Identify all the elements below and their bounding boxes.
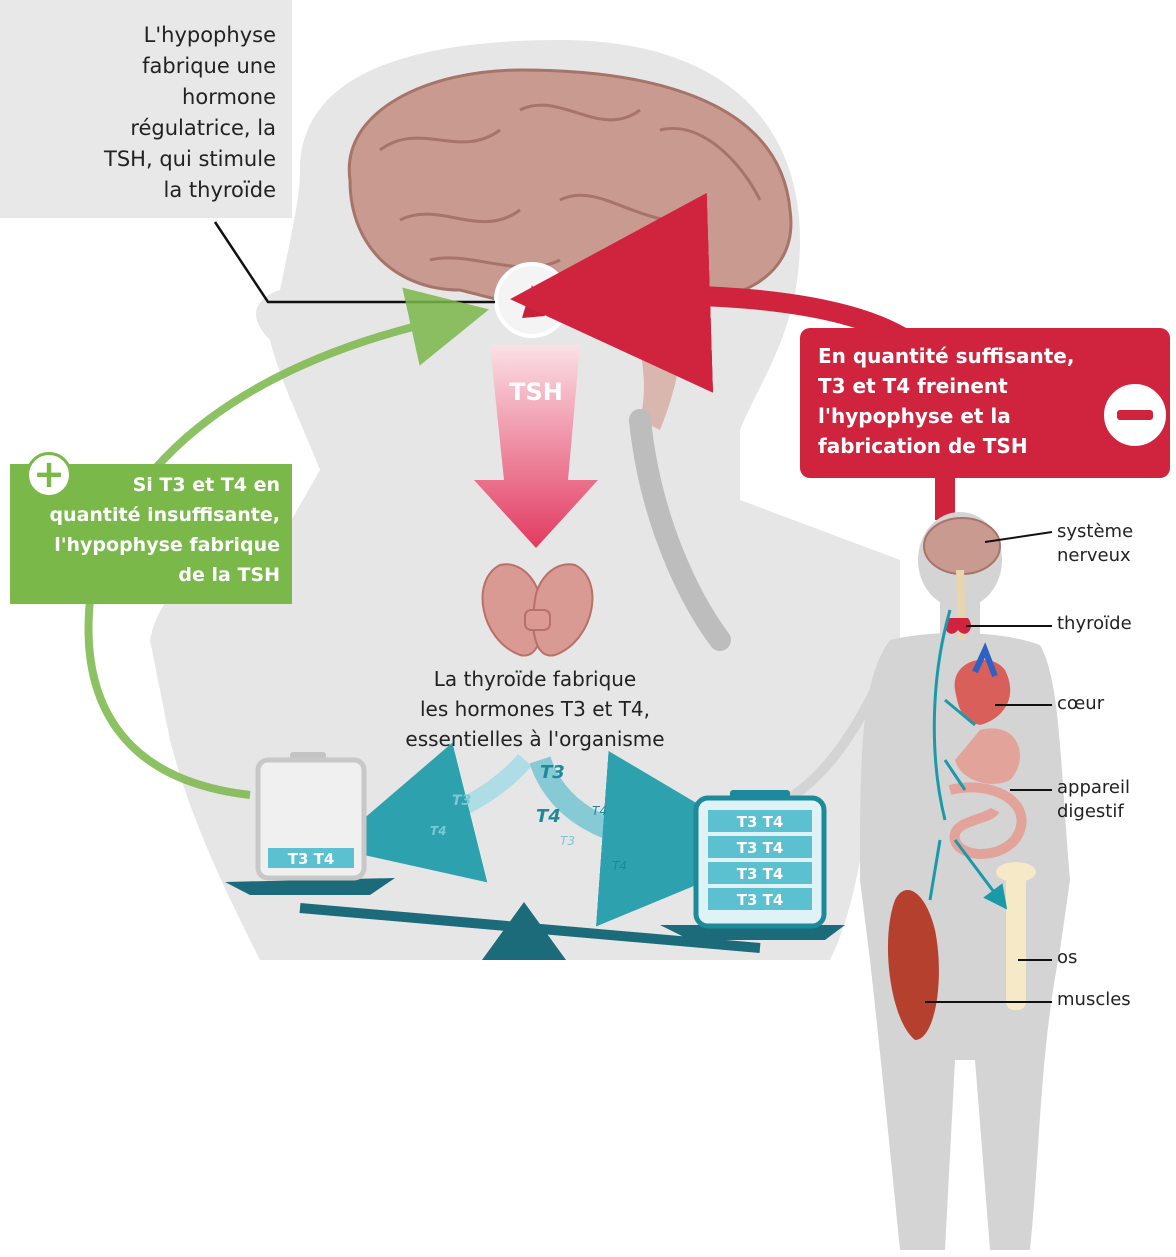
positive-feedback-line: quantité insuffisante, <box>16 500 280 530</box>
organ-label-line: appareil <box>1057 776 1130 800</box>
pituitary-note-line: régulatrice, la <box>16 113 276 144</box>
pituitary-note-line: hormone <box>16 82 276 113</box>
full-battery-label-3: T3 T4 <box>737 865 784 883</box>
thyroid-note-line: La thyroïde fabrique <box>355 664 715 694</box>
organ-label-line: digestif <box>1057 800 1130 824</box>
full-battery-label-2: T3 T4 <box>737 839 784 857</box>
full-battery-label-1: T3 T4 <box>737 813 784 831</box>
flow-label: T3 <box>560 834 575 848</box>
organ-label-line: cœur <box>1057 692 1104 716</box>
flow-label: T3 <box>540 762 565 783</box>
pituitary-note-line: fabrique une <box>16 51 276 82</box>
thyroid-note-line: les hormones T3 et T4, <box>355 694 715 724</box>
pituitary-note-line: L'hypophyse <box>16 20 276 51</box>
full-battery-label-4: T3 T4 <box>737 891 784 909</box>
organ-label-thyroid: thyroïde <box>1057 612 1132 636</box>
flow-label: T4 <box>430 824 447 838</box>
pituitary-note-line: TSH, qui stimule <box>16 144 276 175</box>
positive-feedback-line: de la TSH <box>16 560 280 590</box>
thyroid-note: La thyroïde fabrique les hormones T3 et … <box>355 664 715 754</box>
plus-sign-icon: + <box>26 452 72 498</box>
negative-feedback-line: T3 et T4 freinent <box>818 371 1152 401</box>
organ-label-muscles: muscles <box>1057 988 1131 1012</box>
pituitary-highlight <box>496 264 568 336</box>
pituitary-note-line: la thyroïde <box>16 175 276 206</box>
organ-label-line: nerveux <box>1057 544 1133 568</box>
low-battery-label: T3 T4 <box>288 850 335 868</box>
minus-sign-icon <box>1100 380 1170 450</box>
thyroid-note-line: essentielles à l'organisme <box>355 724 715 754</box>
negative-feedback-line: fabrication de TSH <box>818 431 1152 461</box>
pituitary-note: L'hypophyse fabrique une hormone régulat… <box>0 0 292 218</box>
organ-label-line: os <box>1057 946 1077 970</box>
organ-label-digestive: appareil digestif <box>1057 776 1130 824</box>
flow-label: T4 <box>536 806 561 827</box>
organ-label-line: muscles <box>1057 988 1131 1012</box>
negative-feedback-line: En quantité suffisante, <box>818 341 1152 371</box>
organ-label-line: thyroïde <box>1057 612 1132 636</box>
organ-label-line: système <box>1057 520 1133 544</box>
flow-label: T3 <box>452 793 471 809</box>
tsh-arrow-label: TSH <box>509 378 563 406</box>
flow-label: T4 <box>612 859 627 873</box>
flow-label: T4 <box>592 804 607 818</box>
organ-label-nervous-system: système nerveux <box>1057 520 1133 568</box>
organ-label-heart: cœur <box>1057 692 1104 716</box>
organ-label-bone: os <box>1057 946 1077 970</box>
positive-feedback-line: l'hypophyse fabrique <box>16 530 280 560</box>
